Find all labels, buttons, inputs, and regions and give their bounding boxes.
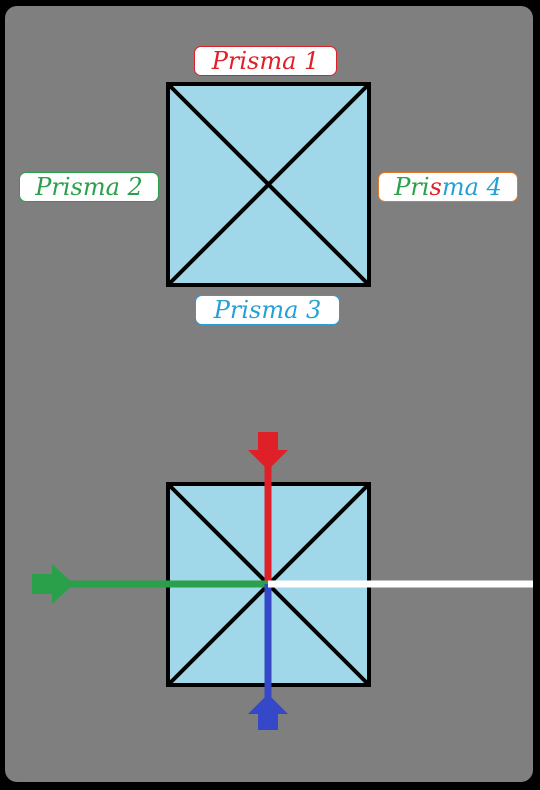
label-prism-4-part-3: ma 4 — [441, 173, 502, 201]
label-prism-4-part-1: Pri — [394, 173, 430, 201]
prism-cube-top — [166, 82, 371, 287]
label-prism-4: Prisma 4 — [378, 172, 518, 202]
green-arrow-icon — [32, 564, 74, 604]
prism-cube-top-diagonal-2 — [166, 82, 371, 287]
label-prism-1: Prisma 1 — [194, 46, 337, 76]
label-prism-3: Prisma 3 — [195, 295, 340, 325]
red-arrow-icon — [248, 432, 288, 470]
label-prism-2: Prisma 2 — [19, 172, 159, 202]
blue-arrow-icon — [248, 694, 288, 730]
label-prism-4-part-2: s — [429, 173, 442, 201]
